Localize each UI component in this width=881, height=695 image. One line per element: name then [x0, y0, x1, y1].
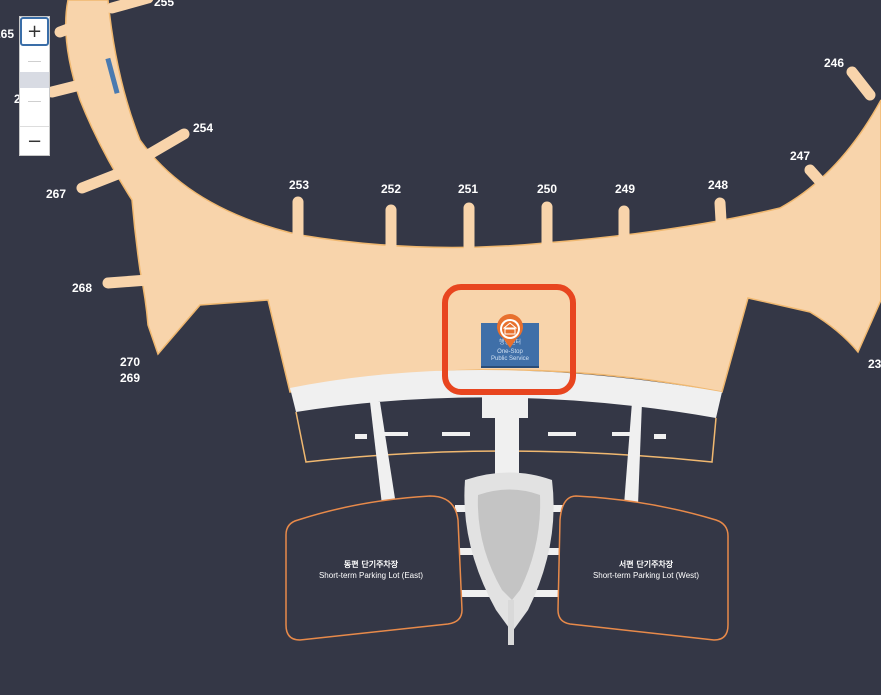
gate-label-247[interactable]: 247 [790, 149, 810, 163]
parking-east-title: 동편 단기주차장 [344, 559, 399, 569]
zoom-tick [28, 101, 41, 102]
central-walkway [482, 392, 528, 418]
parking-east-subtitle: Short-term Parking Lot (East) [319, 571, 423, 580]
parking-lot-west [557, 495, 729, 641]
poi-name-en-1: One-Stop [497, 349, 523, 355]
parking-west-subtitle: Short-term Parking Lot (West) [593, 571, 699, 580]
gate-label-248[interactable]: 248 [708, 178, 728, 192]
parking-lot-east [285, 495, 463, 641]
poi-one-stop-public-service[interactable]: 행정센터 One-Stop Public Service [481, 314, 539, 368]
gate-piers [46, 0, 876, 289]
gate-label-270[interactable]: 270 [120, 355, 140, 369]
terminal-concourse [64, 0, 881, 393]
gate-label-246[interactable]: 246 [824, 56, 844, 70]
government-building-icon [502, 322, 518, 335]
zoom-slider-thumb[interactable] [20, 72, 49, 88]
transportation-center-inner [477, 489, 541, 600]
gate-label-255[interactable]: 255 [154, 0, 174, 9]
transit-spine [508, 600, 514, 645]
gate-labels: 255 265 2 254 267 253 252 251 250 249 24… [0, 0, 881, 385]
zoom-tick [28, 61, 41, 62]
gate-label-268[interactable]: 268 [72, 281, 92, 295]
zoom-in-button[interactable]: + [20, 17, 49, 46]
poi-highlight-frame [442, 284, 576, 395]
gate-label-265[interactable]: 265 [0, 27, 14, 41]
gate-label-2[interactable]: 2 [14, 92, 21, 106]
gate-label-253[interactable]: 253 [289, 178, 309, 192]
parking-west-title: 서편 단기주차장 [619, 559, 674, 569]
gate-label-252[interactable]: 252 [381, 182, 401, 196]
gate-label-267[interactable]: 267 [46, 187, 66, 201]
gate-label-251[interactable]: 251 [458, 182, 478, 196]
gate-label-254[interactable]: 254 [193, 121, 213, 135]
zoom-slider-track[interactable] [20, 46, 49, 126]
zoom-out-button[interactable]: − [20, 126, 49, 155]
gate-label-249[interactable]: 249 [615, 182, 635, 196]
poi-box-underline [481, 366, 539, 368]
zoom-control: + − [19, 16, 50, 156]
jet-bridge-marker [105, 57, 120, 94]
gate-label-250[interactable]: 250 [537, 182, 557, 196]
central-walkway-lower [495, 416, 519, 478]
gate-label-269[interactable]: 269 [120, 371, 140, 385]
poi-name-en-2: Public Service [491, 356, 530, 362]
gate-label-23[interactable]: 23 [868, 357, 881, 371]
